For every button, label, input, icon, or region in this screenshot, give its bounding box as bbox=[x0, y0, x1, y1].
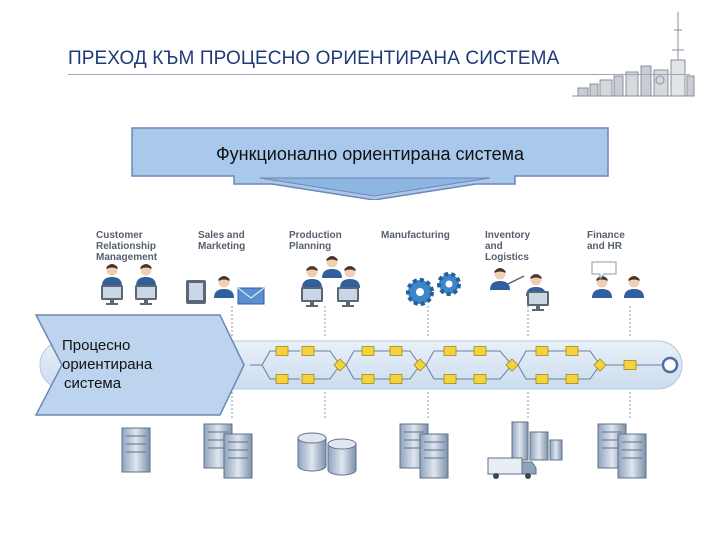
process-label-line-2: ориентирана bbox=[62, 356, 153, 373]
connector-lines bbox=[231, 306, 631, 420]
dept-label-finance: Finance and HR bbox=[587, 230, 625, 252]
database-icon bbox=[297, 432, 357, 476]
server-cluster-icon bbox=[203, 423, 253, 479]
warehouse-and-truck-icon bbox=[487, 421, 563, 479]
presenter-and-user-icon bbox=[490, 268, 549, 311]
process-oriented-label: Процесно ориентирана система bbox=[62, 336, 232, 393]
slide-title: ПРЕХОД КЪМ ПРОЦЕСНО ОРИЕНТИРАНА СИСТЕМА bbox=[68, 48, 560, 69]
dept-label-crm: Customer Relationship Management bbox=[96, 230, 158, 263]
server-icon bbox=[121, 427, 151, 473]
gears-icon bbox=[406, 272, 461, 306]
user-with-mail-and-tablet-icon bbox=[186, 276, 265, 305]
three-users-at-computers-icon bbox=[301, 256, 360, 307]
functional-system-banner: Функционално ориентирана система bbox=[130, 126, 610, 200]
process-label-line-3: система bbox=[64, 375, 122, 392]
dept-label-sales: Sales and Marketing bbox=[198, 230, 246, 252]
functional-system-label: Функционално ориентирана система bbox=[215, 144, 525, 164]
two-users-at-computers-icon bbox=[101, 264, 157, 305]
title-divider bbox=[68, 74, 690, 75]
server-cluster-icon bbox=[399, 423, 449, 479]
city-skyline-logo bbox=[568, 10, 698, 105]
two-users-with-speech-bubble-icon bbox=[591, 261, 644, 298]
process-label-line-1: Процесно bbox=[62, 337, 131, 354]
process-oriented-banner bbox=[34, 313, 246, 417]
server-cluster-icon bbox=[597, 423, 647, 479]
dept-label-manufacturing: Manufacturing bbox=[381, 230, 450, 241]
dept-label-inventory: Inventory and Logistics bbox=[485, 230, 531, 263]
dept-label-production: Production Planning bbox=[289, 230, 342, 252]
